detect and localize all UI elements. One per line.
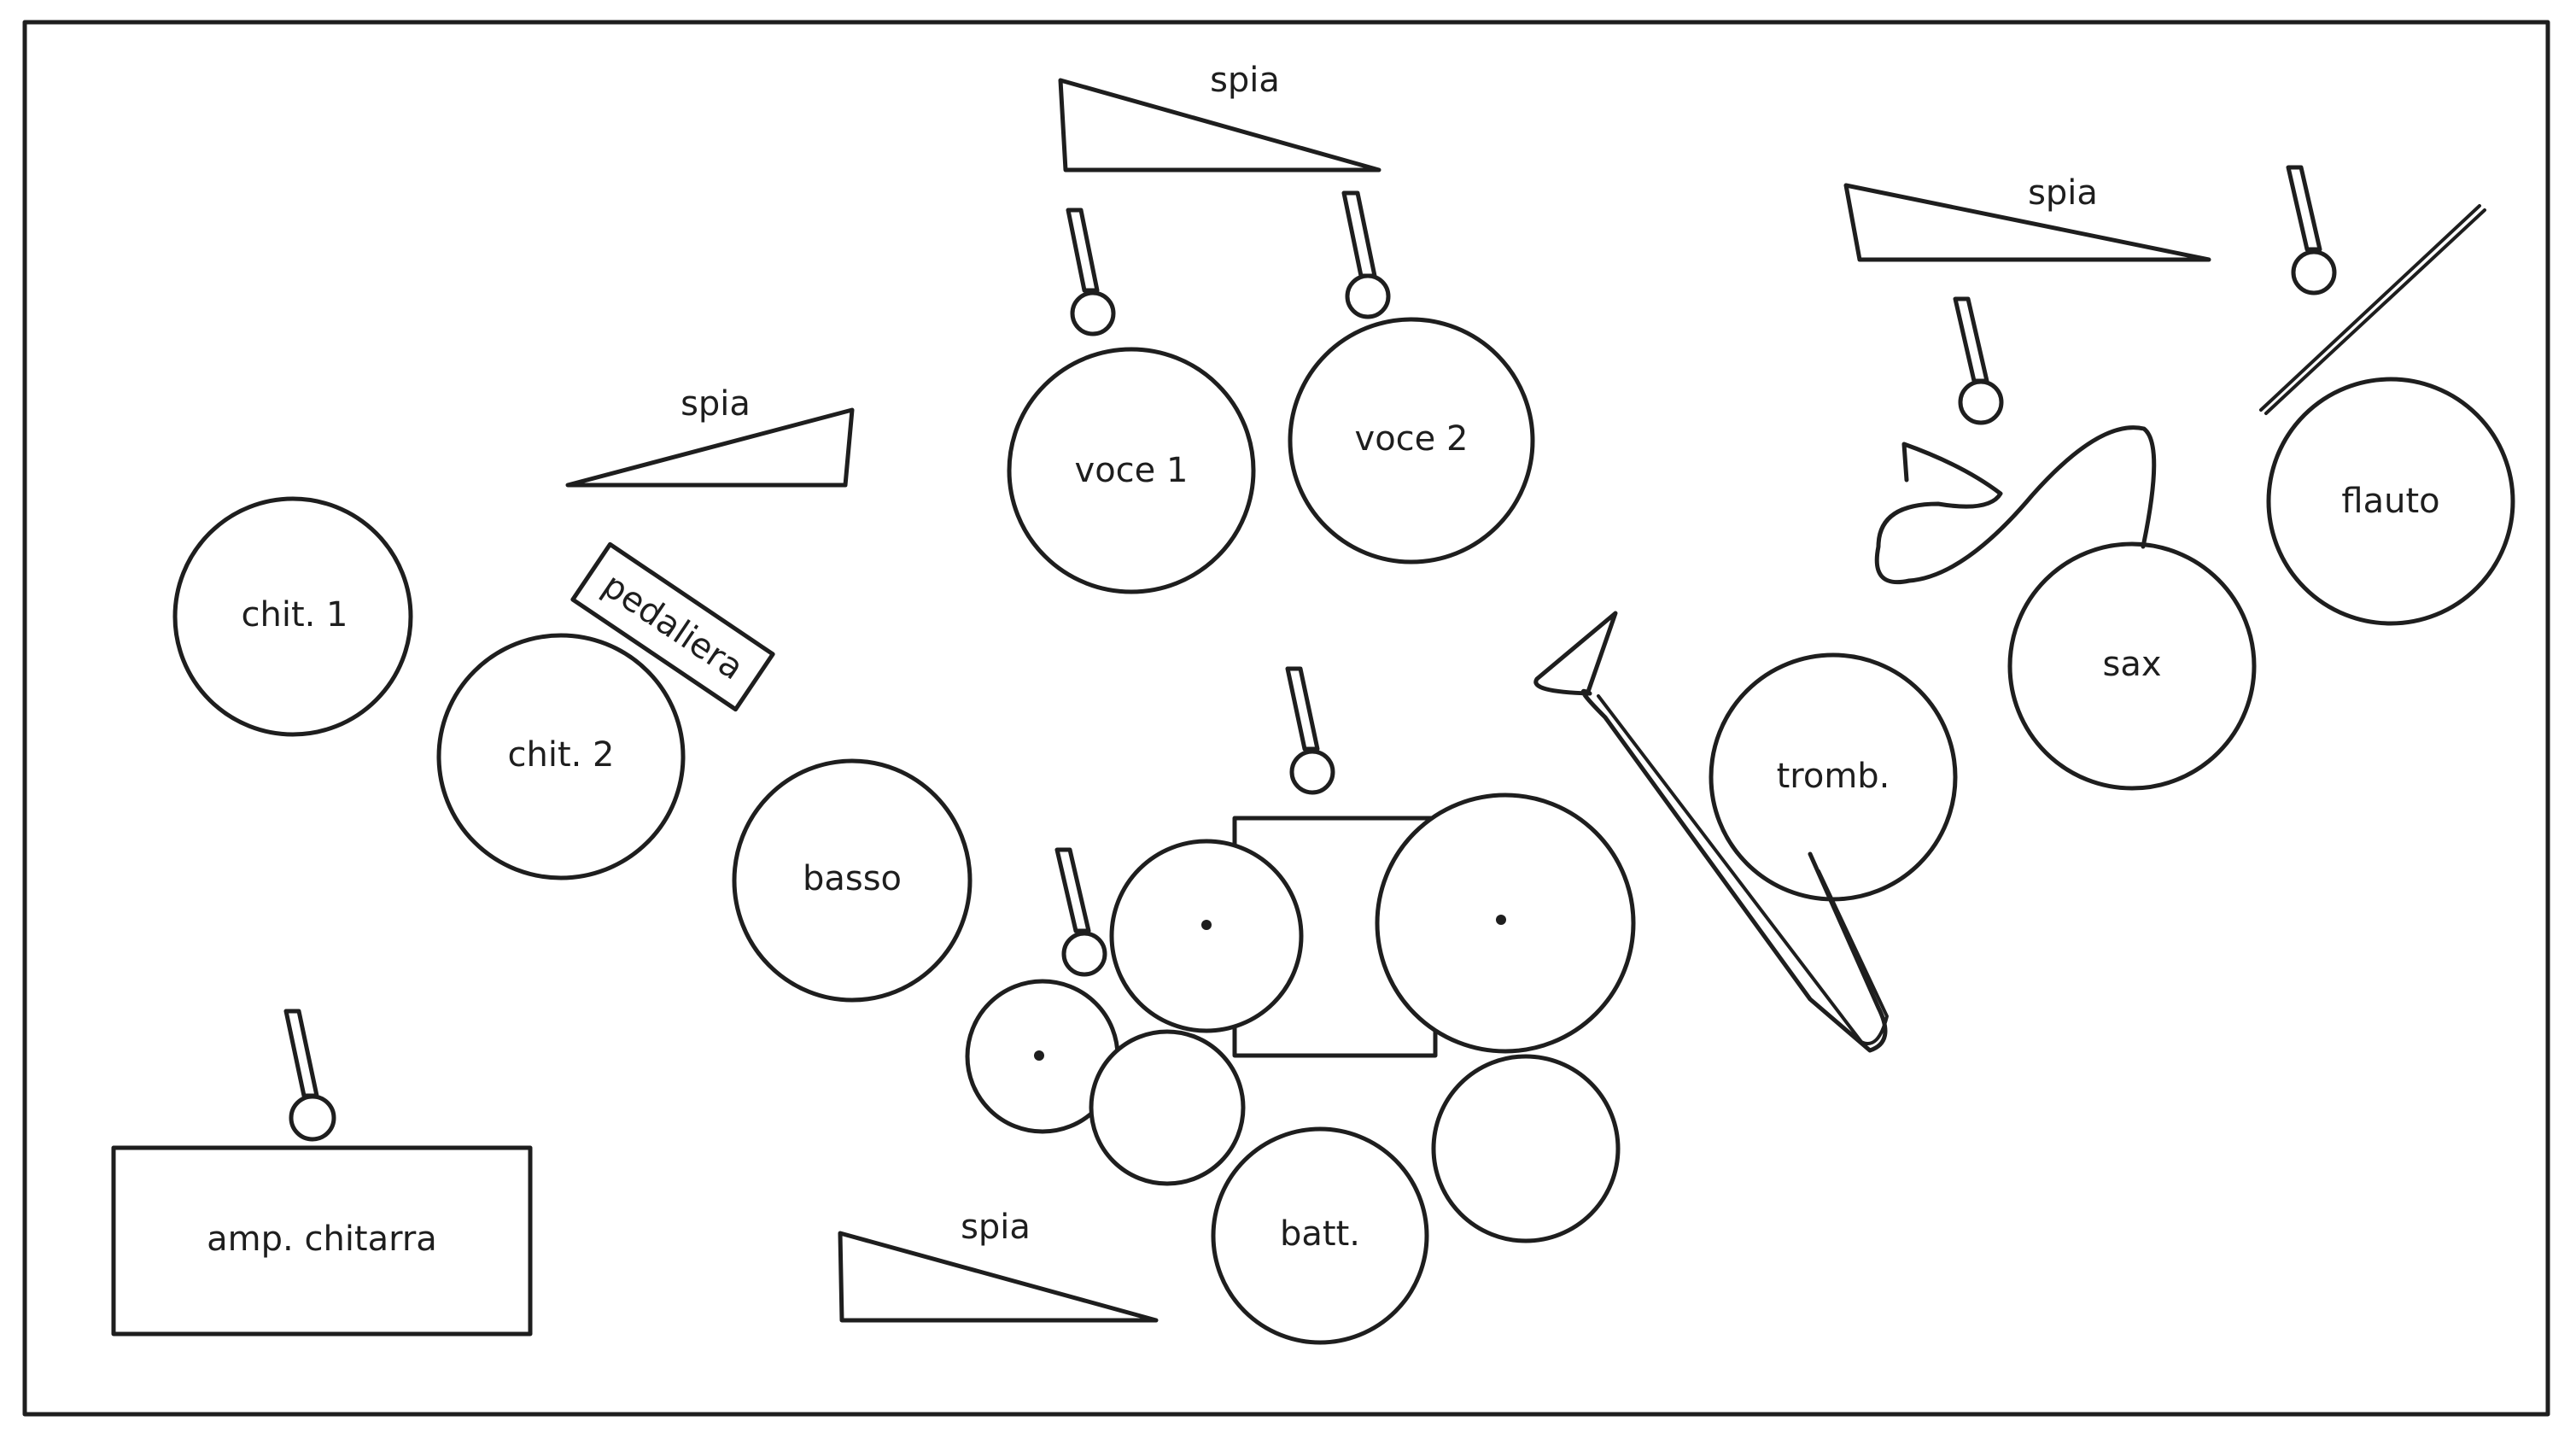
guitar-2-label: chit. 2 xyxy=(507,735,614,775)
guitar-1-position: chit. 1 xyxy=(172,496,413,737)
saxophone-drawing xyxy=(1874,425,2157,585)
sax-label: sax xyxy=(2102,645,2161,684)
monitor-bottom: spia xyxy=(838,1208,1159,1323)
monitor-top-center-label: spia xyxy=(1210,61,1280,100)
mic-voce-2 xyxy=(1341,190,1391,319)
drum-tom-1 xyxy=(1109,839,1304,1033)
mic-drums-side xyxy=(1054,847,1107,977)
voice-1-position: voce 1 xyxy=(1007,347,1256,594)
drum-cymbal xyxy=(1431,1054,1621,1243)
mic-sax xyxy=(1953,296,2004,425)
trombone-drawing xyxy=(1533,611,1888,1053)
monitor-top-right-label: spia xyxy=(2028,173,2098,213)
stage-frame xyxy=(22,20,2550,1417)
mic-flauto xyxy=(2286,165,2337,295)
guitar-2-position: chit. 2 xyxy=(436,633,686,880)
voice-2-label: voce 2 xyxy=(1355,419,1469,459)
guitar-1-label: chit. 1 xyxy=(241,595,348,635)
mic-drums-overhead xyxy=(1285,666,1335,795)
sax-position: sax xyxy=(2007,541,2257,791)
monitor-left: spia xyxy=(565,384,855,488)
voice-1-label: voce 1 xyxy=(1075,451,1189,490)
guitar-amp: amp. chitarra xyxy=(111,1145,533,1337)
monitor-top-right: spia xyxy=(1843,173,2211,262)
bass-position: basso xyxy=(732,758,973,1003)
mic-voce-1 xyxy=(1066,208,1116,336)
monitor-bottom-label: spia xyxy=(961,1208,1031,1247)
bass-label: basso xyxy=(803,859,902,898)
guitar-amp-label: amp. chitarra xyxy=(207,1220,437,1259)
monitor-top-center: spia xyxy=(1058,61,1381,173)
monitor-left-label: spia xyxy=(681,384,751,424)
flute-label: flauto xyxy=(2341,482,2439,521)
drummer-position: batt. xyxy=(1211,1126,1429,1345)
drum-hihat xyxy=(1089,1029,1246,1186)
drummer-label: batt. xyxy=(1280,1214,1360,1254)
flute-line xyxy=(2259,204,2486,415)
trombone-slide xyxy=(1597,694,1889,1045)
flute-position: flauto xyxy=(2266,377,2515,626)
voice-2-position: voce 2 xyxy=(1288,317,1535,564)
mic-amp-chitarra xyxy=(283,1009,336,1142)
trombone-label: tromb. xyxy=(1777,757,1890,796)
trombone-position: tromb. xyxy=(1709,652,1958,902)
drum-floor-tom xyxy=(1375,793,1636,1054)
